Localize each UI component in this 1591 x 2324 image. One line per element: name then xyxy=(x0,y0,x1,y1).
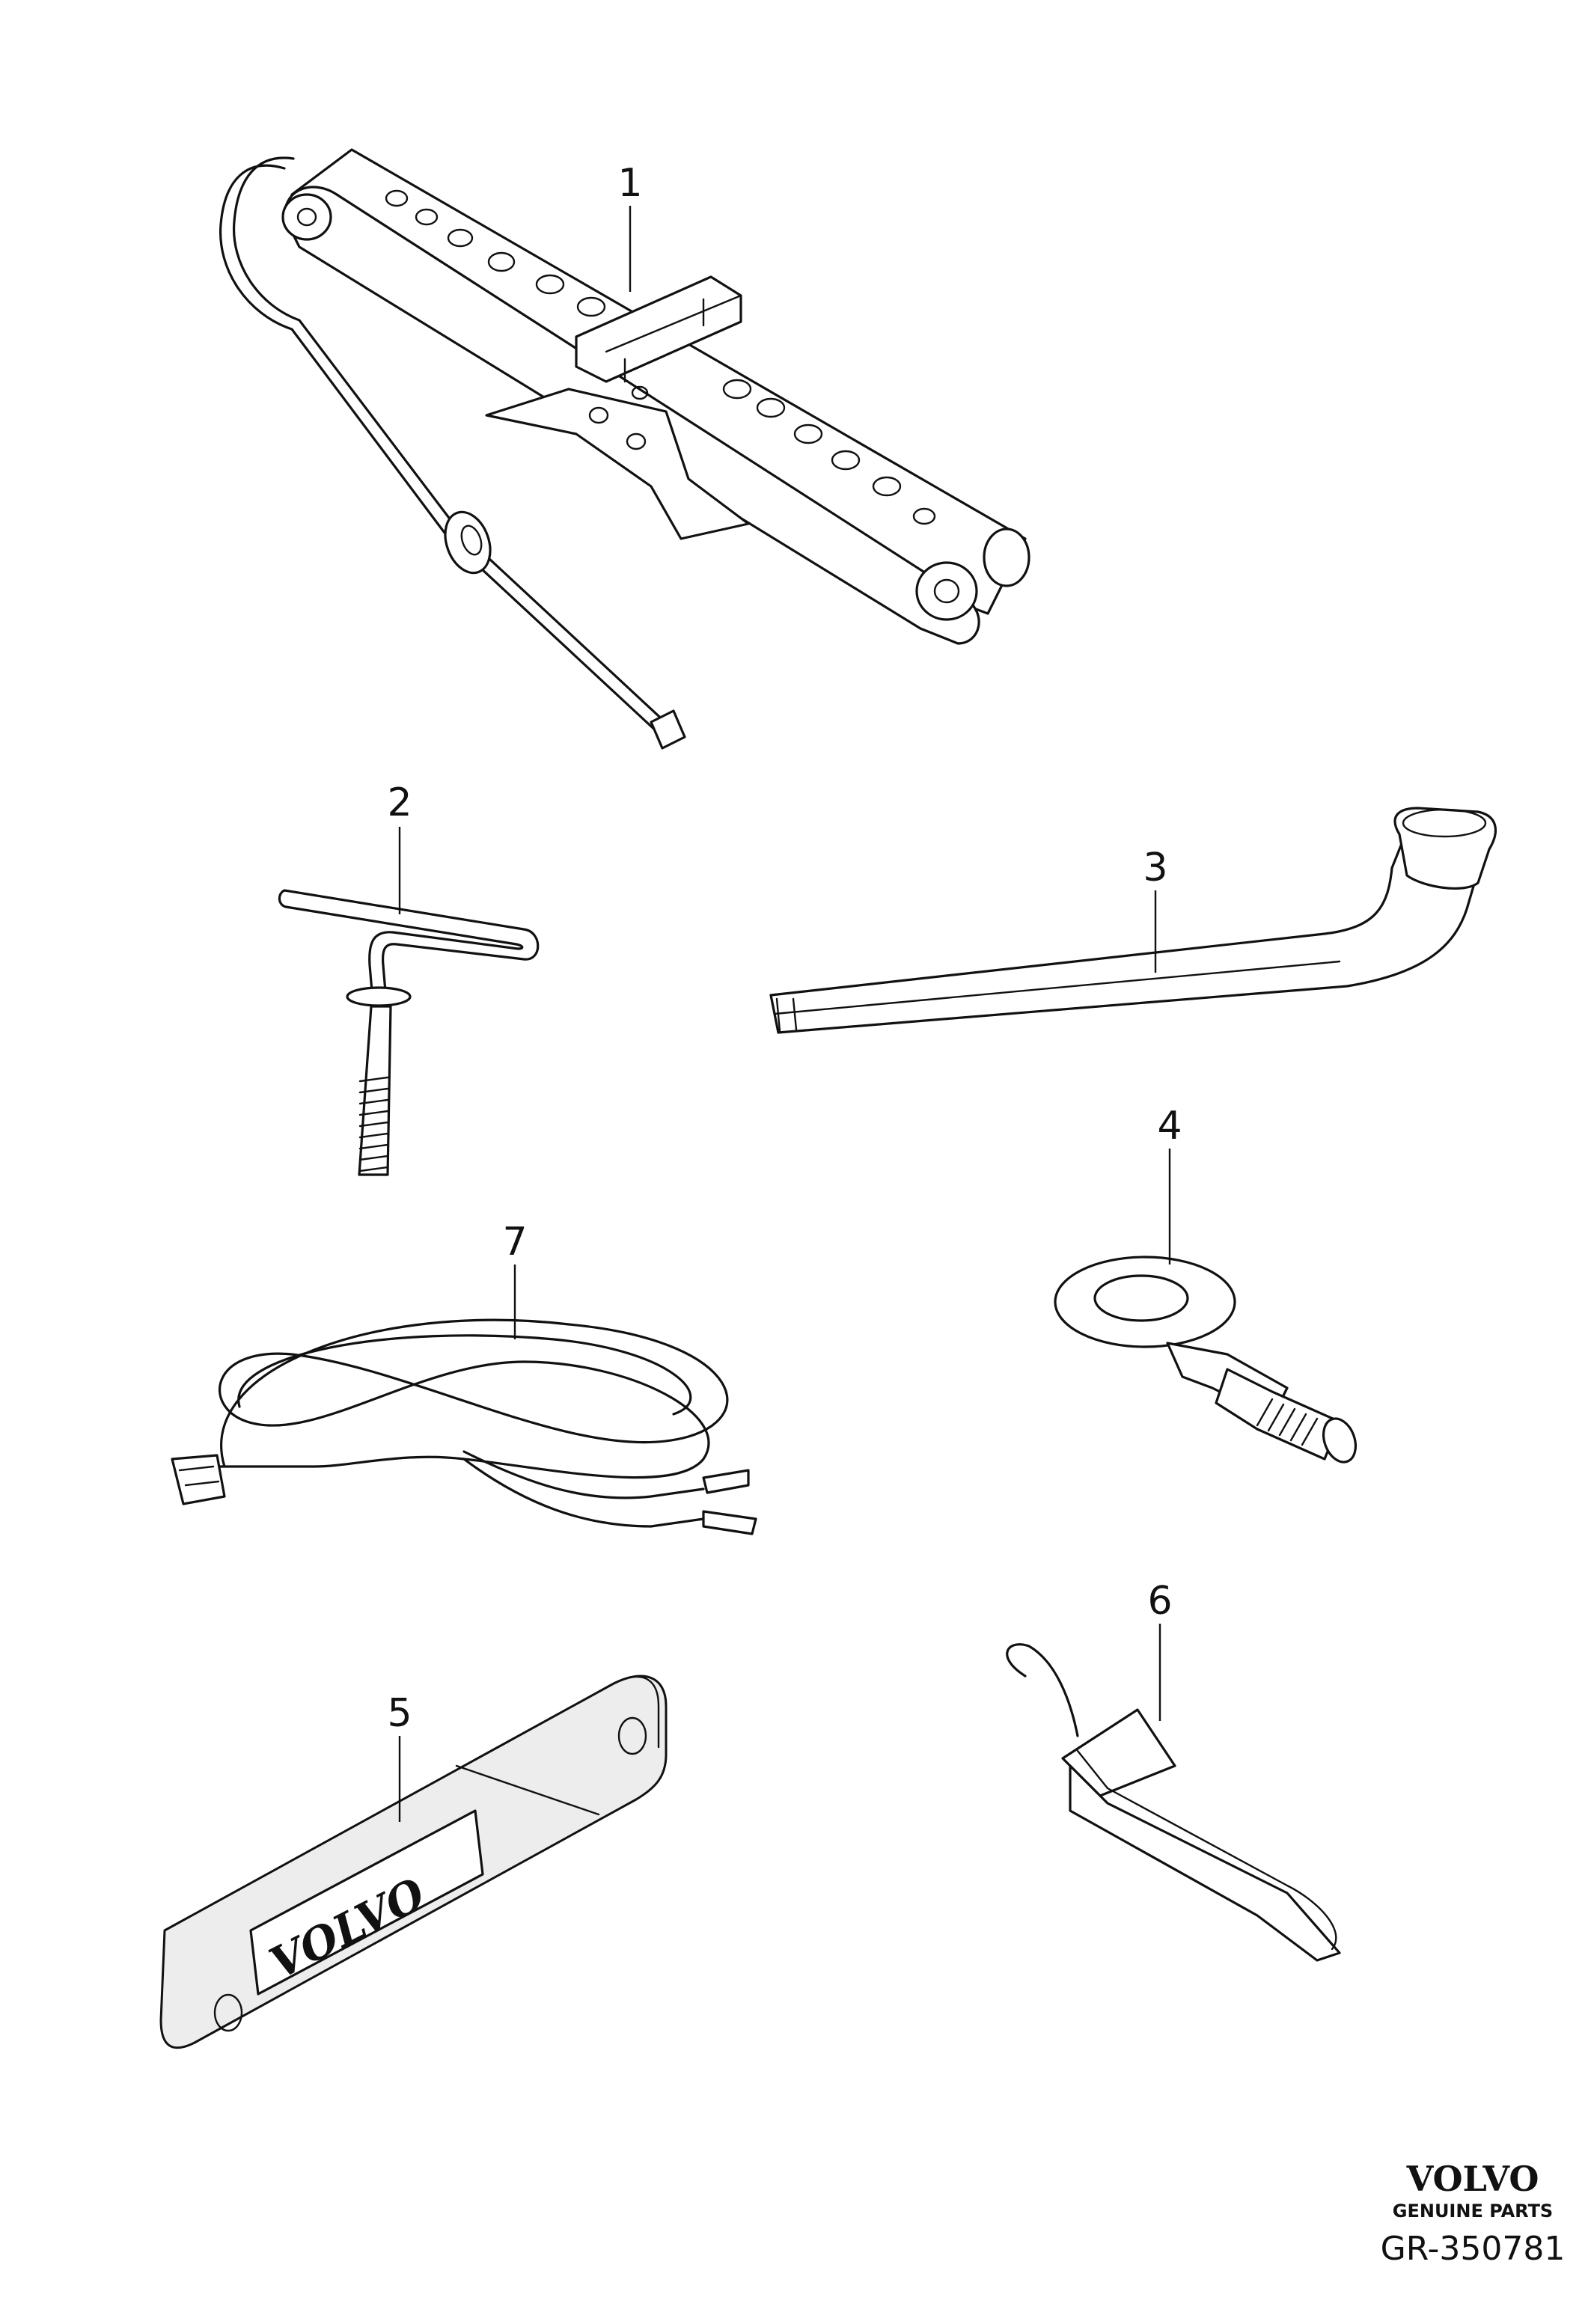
callout-label-3: 3 xyxy=(1143,845,1167,890)
callout-4: 4 xyxy=(1157,1104,1182,1265)
footer-branding: VOLVO GENUINE PARTS GR-350781 xyxy=(1381,2159,1566,2268)
eye-threads xyxy=(1256,1398,1319,1446)
callout-2: 2 xyxy=(387,780,412,914)
callout-label-2: 2 xyxy=(387,780,412,825)
footer-subtitle: GENUINE PARTS xyxy=(1393,2201,1553,2221)
callout-3: 3 xyxy=(1143,845,1168,973)
callout-label-5: 5 xyxy=(387,1691,412,1736)
callout-6: 6 xyxy=(1147,1579,1173,1721)
upper-arm-holes xyxy=(385,189,936,525)
callout-label-6: 6 xyxy=(1147,1579,1172,1624)
bolt-threads xyxy=(358,1076,389,1172)
t-handle-bolt-drawing xyxy=(278,889,540,1176)
callout-7: 7 xyxy=(502,1220,528,1339)
callout-label-7: 7 xyxy=(502,1220,527,1265)
towing-eye-drawing xyxy=(1054,1256,1358,1464)
callout-5: 5 xyxy=(387,1691,412,1822)
footer-brand-logo: VOLVO xyxy=(1406,2159,1539,2199)
scissor-jack-drawing xyxy=(219,148,1030,750)
footer-reference-number: GR-350781 xyxy=(1381,2230,1566,2268)
callout-1: 1 xyxy=(617,161,643,292)
lug-wrench-drawing xyxy=(769,807,1497,1034)
strap-hook-drawing xyxy=(1006,1643,1341,1962)
tool-pouch-drawing: VOLVO xyxy=(159,1675,668,2049)
callout-label-4: 4 xyxy=(1157,1104,1182,1149)
callout-label-1: 1 xyxy=(617,161,642,206)
charging-cable-drawing xyxy=(171,1318,757,1535)
